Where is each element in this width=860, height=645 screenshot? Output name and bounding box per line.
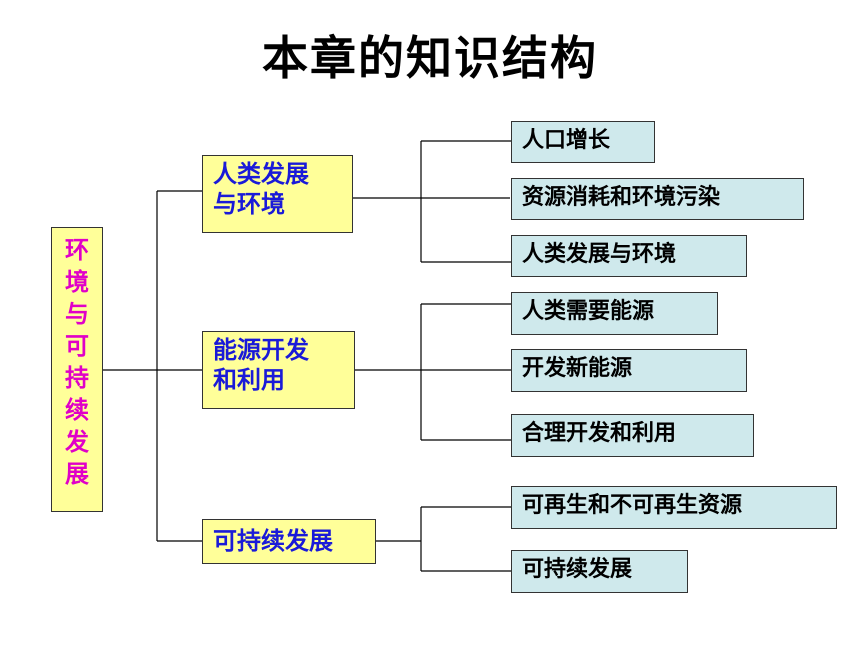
- leaf-node: 可再生和不可再生资源: [511, 486, 837, 529]
- leaf-node: 可持续发展: [511, 550, 688, 593]
- leaf-node: 人口增长: [511, 121, 655, 163]
- leaf-node: 资源消耗和环境污染: [511, 178, 804, 220]
- branch-node-human-development: 人类发展 与环境: [202, 155, 353, 233]
- branch-node-energy: 能源开发 和利用: [202, 331, 355, 409]
- leaf-node: 开发新能源: [511, 349, 747, 392]
- branch-label-line1: 能源开发: [213, 336, 309, 364]
- root-label: 环境与可持续发展: [65, 236, 89, 488]
- branch-label-line1: 人类发展: [213, 160, 309, 188]
- leaf-node: 人类发展与环境: [511, 235, 747, 277]
- branch-label-line2: 与环境: [213, 190, 285, 218]
- leaf-node: 人类需要能源: [511, 292, 718, 335]
- root-node: 环境与可持续发展: [51, 227, 103, 512]
- leaf-node: 合理开发和利用: [511, 414, 754, 457]
- branch-node-sustainable: 可持续发展: [202, 519, 376, 564]
- branch-label-line2: 和利用: [213, 366, 285, 394]
- branch-label-line1: 可持续发展: [213, 527, 333, 555]
- page-title: 本章的知识结构: [262, 31, 598, 85]
